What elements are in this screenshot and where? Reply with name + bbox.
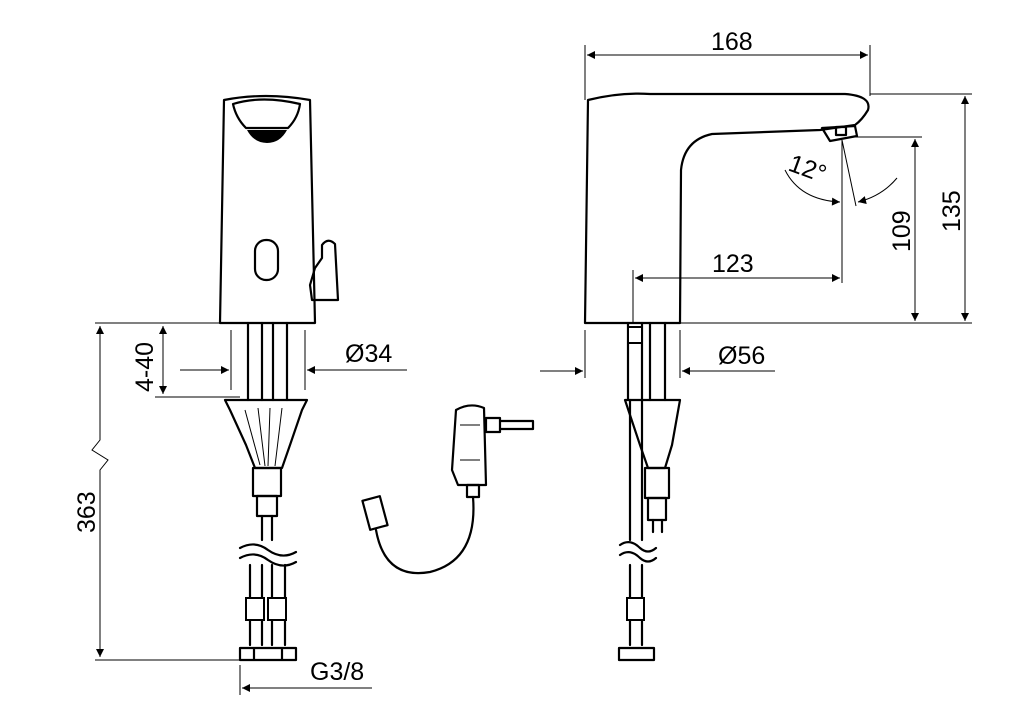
- front-view-faucet: [218, 94, 340, 662]
- dim-diameter-56: Ø56: [718, 342, 765, 370]
- dim-projection-123: 123: [712, 250, 754, 278]
- dim-thread: G3/8: [310, 658, 364, 686]
- side-view-dimensions: 168 135 109 123 12° Ø56: [540, 28, 972, 378]
- power-adapter: [361, 404, 535, 575]
- dim-adjust-range: 4-40: [131, 342, 159, 392]
- side-view-faucet: [583, 92, 870, 662]
- dim-height-135: 135: [938, 190, 966, 232]
- dim-angle-12: 12°: [785, 149, 830, 188]
- dim-height-below: 363: [73, 491, 101, 533]
- dim-length-168: 168: [711, 28, 753, 56]
- dim-outlet-109: 109: [888, 210, 916, 252]
- dim-diameter-34: Ø34: [345, 340, 392, 368]
- sensor-window: [253, 238, 280, 282]
- temperature-lever: [308, 239, 340, 302]
- front-view-dimensions: 4-40 363 Ø34 G3/8: [73, 322, 407, 695]
